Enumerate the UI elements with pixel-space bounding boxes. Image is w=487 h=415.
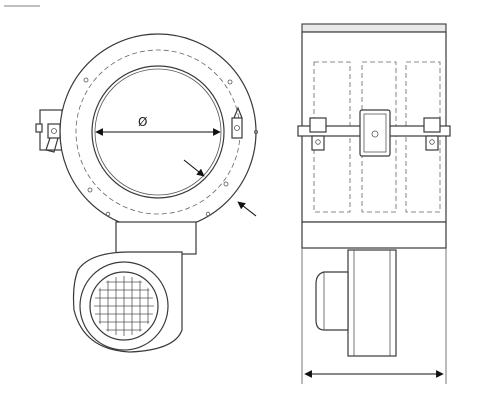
ring-bolts — [83, 77, 233, 217]
motor — [315, 271, 349, 331]
leader-arrow-inner — [183, 159, 205, 177]
fan-side-housing — [347, 249, 397, 357]
fan-grille-ring — [89, 271, 159, 341]
side-left-clamp — [309, 117, 327, 151]
side-right-clamp — [423, 117, 441, 151]
side-view — [297, 23, 451, 384]
diameter-symbol: Ø — [138, 115, 147, 129]
front-view: Ø — [35, 33, 258, 353]
left-bracket-tab — [35, 123, 43, 133]
leader-arrow-outer — [237, 201, 257, 217]
right-clamp — [231, 106, 258, 139]
left-clamp — [45, 123, 61, 153]
center-latch — [359, 109, 391, 157]
base-plate — [301, 221, 447, 249]
filter-cartridge-3 — [405, 61, 441, 213]
top-lid — [301, 23, 447, 33]
outlet-neck — [115, 221, 197, 255]
inlet-opening — [91, 65, 225, 199]
inlet-inner-rim — [94, 68, 222, 196]
